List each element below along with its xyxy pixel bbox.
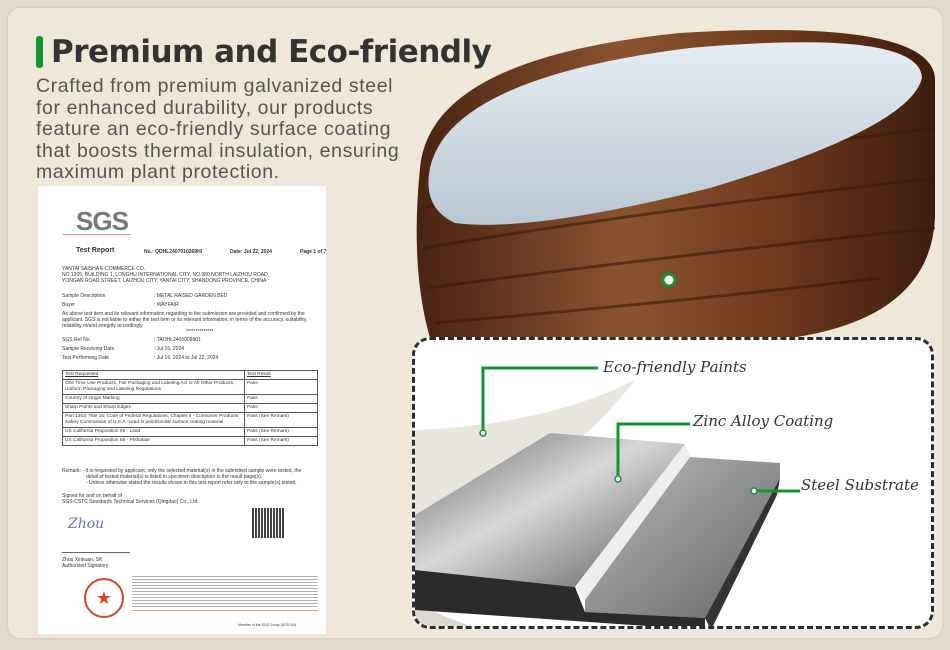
heading-text: Premium and Eco-friendly xyxy=(51,34,492,70)
signed-line: Signed for and on behalf of xyxy=(62,493,123,499)
field-label: Sample Description xyxy=(62,293,106,299)
report-number: No.: QDHL2407010269HI xyxy=(144,249,203,255)
seal-stamp-icon: ★ xyxy=(84,578,124,618)
test-name: Country of Origin Marking xyxy=(62,394,245,404)
field-value: : WAYFAIR xyxy=(154,302,179,308)
field-value: : Jul 16, 2024 xyxy=(154,346,185,352)
field-value: : METAL RAISED GARDEN BED xyxy=(154,293,228,299)
address-line: YANTAI SAISHA E-COMMERCE CO. xyxy=(62,266,146,272)
test-name: Sharp Points and Sharp Edges xyxy=(62,403,245,413)
sgs-test-report: SGS Test Report No.: QDHL2407010269HI Da… xyxy=(38,186,326,634)
accent-bar xyxy=(36,36,43,68)
label-steel-substrate: Steel Substrate xyxy=(801,476,919,494)
table-row: Part 1303, Title 16, Code of Federal Reg… xyxy=(62,412,318,428)
header-test: Test Requested xyxy=(62,370,245,380)
test-name: US California Proposition 65 - Lead xyxy=(62,427,245,437)
address-line: NO.1205, BUILDING 1, LONGHU INTERNATIONA… xyxy=(62,272,270,278)
steel-layers-illustration xyxy=(415,340,800,626)
remark-line: detail of tested material(s) is listed i… xyxy=(86,474,263,480)
disclaimer-line: reliability or/and integrity accordingly… xyxy=(62,323,144,329)
signed-line: SGS-CSTC Standards Technical Services (Q… xyxy=(62,499,199,505)
logo-underline xyxy=(63,234,131,235)
signatory-name: Zhou Xinkuan, SK xyxy=(62,557,103,563)
table-row: One Time Use Products, Fair Packaging an… xyxy=(62,379,318,395)
test-result: Pass (See Remark) xyxy=(244,436,318,446)
qr-code xyxy=(252,508,284,538)
address-line: YONGAN ROAD STREET, LAIZHOU CITY, YANTAI… xyxy=(62,278,267,284)
test-result: Pass (See Remark) xyxy=(244,412,318,428)
fine-print xyxy=(132,576,318,608)
label-eco-friendly-paints: Eco-friendly Paints xyxy=(603,358,747,376)
sgs-member: Member of the SGS Group (SGS SA) xyxy=(238,623,296,627)
test-name: One Time Use Products, Fair Packaging an… xyxy=(62,379,245,395)
field-label: SGS Ref No. xyxy=(62,337,91,343)
test-result: Pass xyxy=(244,403,318,413)
table-row: US California Proposition 65 - Phthalate… xyxy=(62,436,318,446)
label-zinc-alloy-coating: Zinc Alloy Coating xyxy=(693,412,834,430)
disclaimer-line: applicant. SGS is not liable to either t… xyxy=(62,317,308,323)
disclaimer-line: As above test item and its relevant info… xyxy=(62,311,305,317)
report-date: Date: Jul 22, 2024 xyxy=(230,249,272,255)
field-value: : Jul 16, 2024 to Jul 22, 2024 xyxy=(154,355,219,361)
remark-line: Remark: - It is requested by applicant, … xyxy=(62,468,302,474)
test-name: US California Proposition 65 - Phthalate xyxy=(62,436,245,446)
callout-marker xyxy=(661,272,677,288)
heading: Premium and Eco-friendly xyxy=(36,34,492,70)
separator: ************** xyxy=(186,329,214,335)
report-page: Page 1 of 7 xyxy=(300,249,327,255)
field-label: Buyer xyxy=(62,302,76,308)
sgs-logo: SGS xyxy=(76,206,129,236)
field-label: Test Performing Date xyxy=(62,355,109,361)
test-result: Pass xyxy=(244,379,318,395)
field-value: : TAOHL2405009801 xyxy=(154,337,201,343)
field-label: Sample Receiving Date xyxy=(62,346,115,352)
header-result: Test Result xyxy=(244,370,318,380)
description: Crafted from premium galvanized steel fo… xyxy=(36,75,400,183)
signatory-title: Authorized Signatory xyxy=(62,563,109,569)
test-name: Part 1303, Title 16, Code of Federal Reg… xyxy=(62,412,245,428)
test-result: Pass (See Remark) xyxy=(244,427,318,437)
layers-callout: Eco-friendly Paints Zinc Alloy Coating S… xyxy=(412,337,934,629)
remark-line: - Unless otherwise stated the results sh… xyxy=(86,480,297,486)
raised-garden-bed-image xyxy=(416,30,936,338)
test-result: Pass xyxy=(244,394,318,404)
report-title: Test Report xyxy=(76,247,115,254)
footer-rule xyxy=(132,610,318,611)
signature-line xyxy=(62,552,130,553)
signature: Zhou xyxy=(68,516,105,532)
